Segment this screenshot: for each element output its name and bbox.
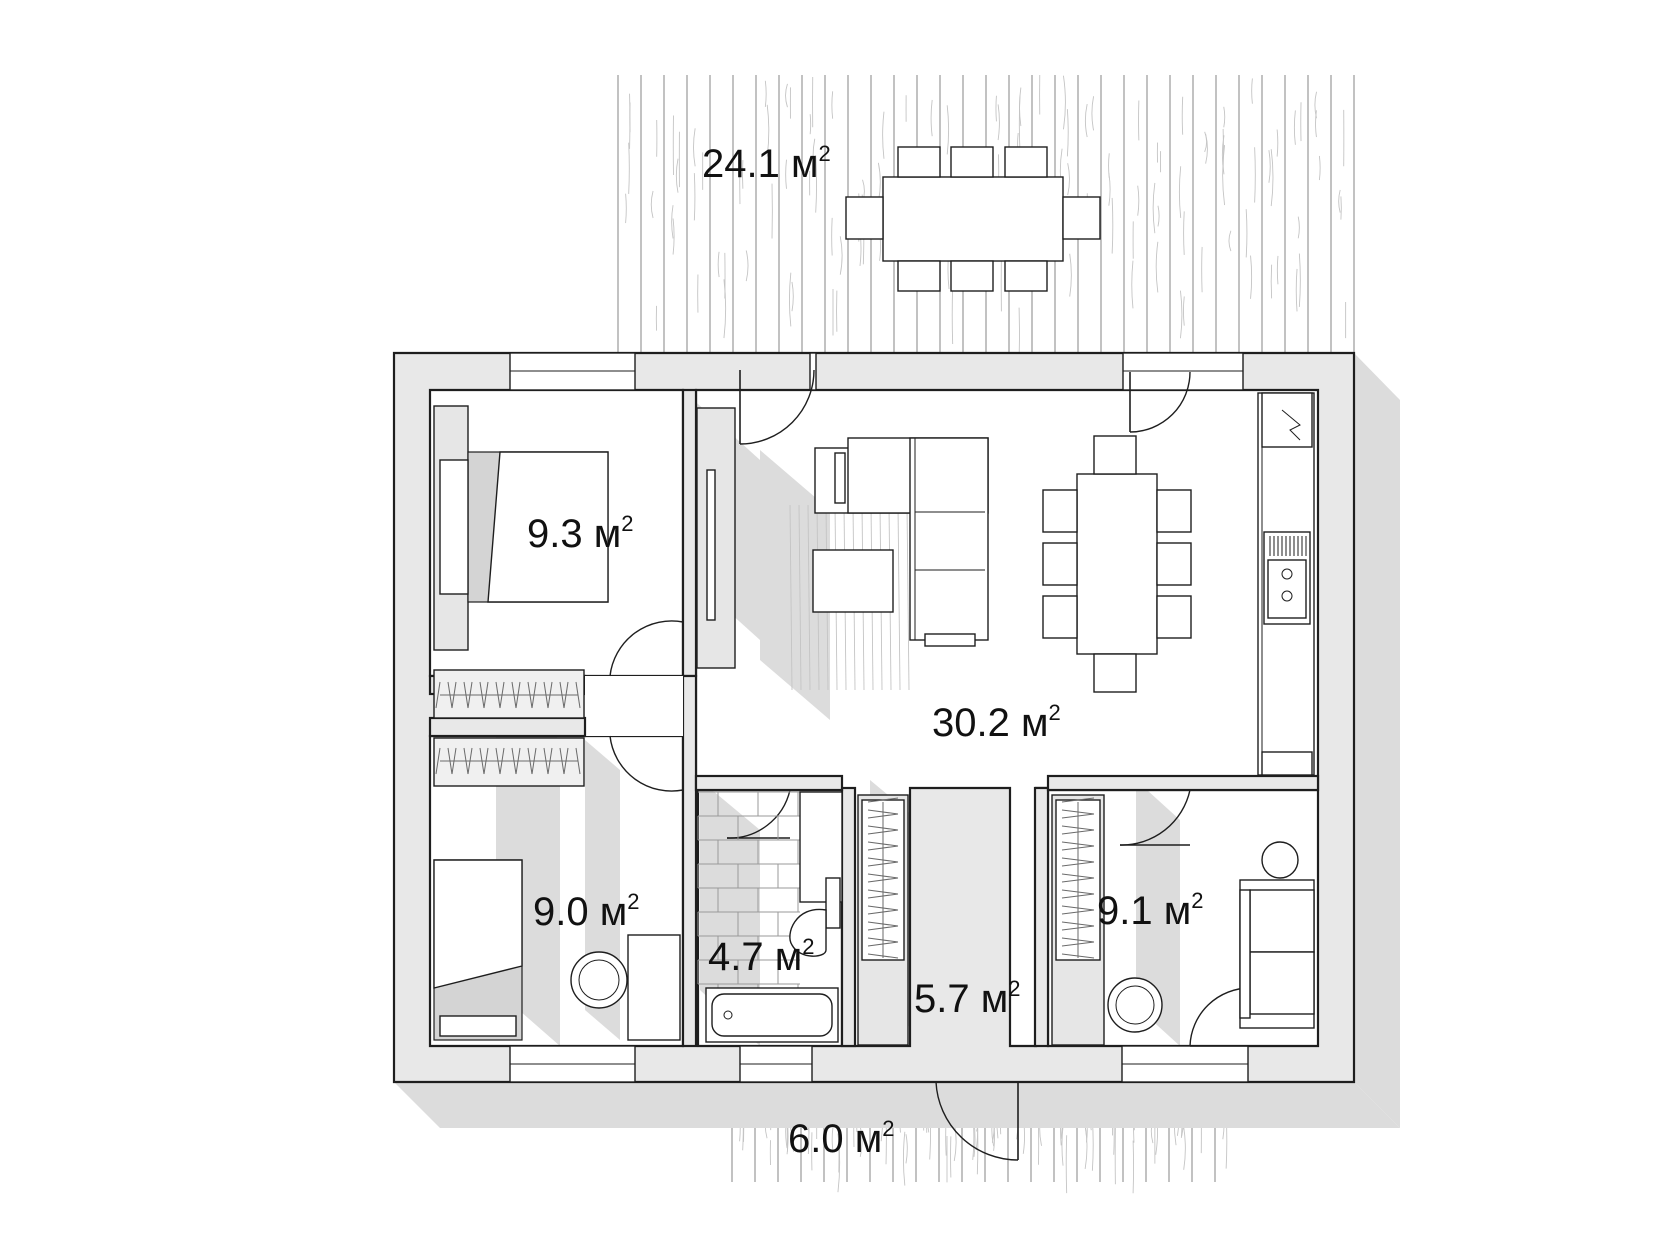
bedroom-top-furniture	[433, 405, 609, 719]
area-label-bathroom: 4.7 м2	[708, 934, 814, 979]
wardrobe-top	[435, 681, 581, 709]
terrace-deck	[617, 75, 1355, 361]
wardrobe-bottom	[435, 747, 581, 775]
area-label-terrace: 24.1 м2	[702, 141, 831, 186]
bathroom-fixtures	[697, 791, 843, 1043]
terrace-dining-set	[845, 146, 1101, 292]
area-labels: 24.1 м2 9.3 м2 30.2 м2 9.0 м2 4.7 м2 5.7…	[527, 141, 1203, 1161]
area-label-living-kitchen: 30.2 м2	[932, 700, 1061, 745]
area-label-right-room: 9.1 м2	[1097, 888, 1203, 933]
kitchen-unit	[1257, 392, 1315, 776]
area-label-bedroom-bottom: 9.0 м2	[533, 889, 639, 934]
bedroom-bottom-furniture	[433, 737, 681, 1041]
area-label-porch: 6.0 м2	[788, 1116, 894, 1161]
windows	[509, 352, 1249, 1083]
right-room-furniture	[1051, 794, 1315, 1046]
living-room-furniture	[696, 407, 1192, 693]
area-label-hallway: 5.7 м2	[914, 976, 1020, 1021]
interior-walls	[428, 388, 1320, 1048]
area-label-bedroom-top: 9.3 м2	[527, 511, 633, 556]
hallway-wardrobe	[857, 794, 909, 1046]
